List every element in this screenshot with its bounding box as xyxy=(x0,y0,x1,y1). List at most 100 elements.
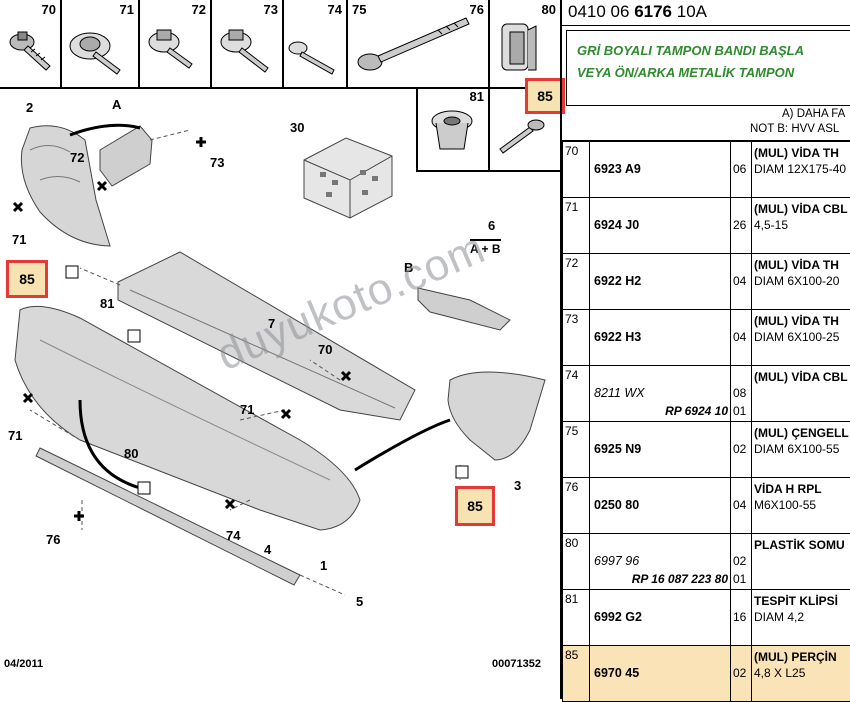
callout-80: 80 xyxy=(124,446,138,461)
description-detail: DIAM 12X175-40 xyxy=(754,162,846,176)
row-number-text: 75 xyxy=(565,424,578,438)
part-number-cell[interactable]: 6922 H2 xyxy=(590,254,731,310)
quantity: 08 xyxy=(733,386,746,400)
description-detail: 4,8 X L25 xyxy=(754,666,805,680)
callout-76: 76 xyxy=(46,532,60,547)
part-number-cell[interactable]: 0250 80 xyxy=(590,478,731,534)
part-number-cell[interactable]: 8211 WX RP 6924 10 xyxy=(590,366,731,422)
part-number[interactable]: 6970 45 xyxy=(594,666,639,680)
description-cell: (MUL) ÇENGELL DIAM 6X100-55 xyxy=(752,422,850,478)
description-detail: DIAM 6X100-55 xyxy=(754,442,839,456)
exploded-diagram-panel: 70 71 72 73 xyxy=(0,0,560,699)
green-note-line-1: GRİ BOYALI TAMPON BANDI BAŞLA xyxy=(577,43,804,58)
description-title: (MUL) VİDA TH xyxy=(754,258,839,272)
highlight-85-left[interactable]: 85 xyxy=(6,260,48,298)
green-note-box: GRİ BOYALI TAMPON BANDI BAŞLA VEYA ÖN/AR… xyxy=(566,30,850,106)
row-number-text: 76 xyxy=(565,480,578,494)
row-number: 71 xyxy=(563,198,590,254)
part-number[interactable]: 6924 J0 xyxy=(594,218,639,232)
part-number[interactable]: 6925 N9 xyxy=(594,442,641,456)
part-number[interactable]: 6922 H2 xyxy=(594,274,641,288)
diagram-doc-number: 00071352 xyxy=(492,658,541,670)
description-title: PLASTİK SOMU xyxy=(754,538,845,552)
part-number-cell[interactable]: 6924 J0 xyxy=(590,198,731,254)
callout-72: 72 xyxy=(70,150,84,165)
description-cell: (MUL) VİDA TH DIAM 12X175-40 xyxy=(752,142,850,198)
quantity-cell: 04 xyxy=(731,310,752,366)
part-number[interactable]: 6923 A9 xyxy=(594,162,641,176)
description-title: (MUL) VİDA CBL xyxy=(754,202,848,216)
part-number-replacement[interactable]: RP 16 087 223 80 xyxy=(632,572,728,586)
part-number-cell[interactable]: 6925 N9 xyxy=(590,422,731,478)
part-number[interactable]: 6997 96 xyxy=(594,554,639,568)
diagram-date: 04/2011 xyxy=(4,658,43,670)
callout-1: 1 xyxy=(320,558,327,573)
part-number-cell[interactable]: 6923 A9 xyxy=(590,142,731,198)
part-number-cell[interactable]: 6922 H3 xyxy=(590,310,731,366)
quantity: 26 xyxy=(733,218,746,232)
row-number: 70 xyxy=(563,142,590,198)
green-note-line-2: VEYA ÖN/ARKA METALİK TAMPON xyxy=(577,65,794,80)
quantity: 04 xyxy=(733,498,746,512)
description-detail: M6X100-55 xyxy=(754,498,816,512)
header-notes: GRİ BOYALI TAMPON BANDI BAŞLA VEYA ÖN/AR… xyxy=(562,25,850,141)
quantity-cell: 04 xyxy=(731,478,752,534)
description-cell: (MUL) PERÇİN 4,8 X L25 xyxy=(752,646,850,702)
part-number[interactable]: 6992 G2 xyxy=(594,610,642,624)
callout-74: 74 xyxy=(226,528,240,543)
callout-73: 73 xyxy=(210,155,224,170)
row-number-text: 85 xyxy=(565,648,578,662)
part-number-cell[interactable]: 6970 45 xyxy=(590,646,731,702)
quantity: 04 xyxy=(733,330,746,344)
row-number-text: 81 xyxy=(565,592,578,606)
quantity: 06 xyxy=(733,162,746,176)
description-detail: DIAM 4,2 xyxy=(754,610,804,624)
row-number-text: 80 xyxy=(565,536,578,550)
highlight-85-right[interactable]: 85 xyxy=(455,486,495,526)
description-title: (MUL) VİDA TH xyxy=(754,146,839,160)
quantity-cell: 16 xyxy=(731,590,752,646)
quantity-cell: 26 xyxy=(731,198,752,254)
description-cell: (MUL) VİDA CBL xyxy=(752,366,850,422)
description-title: (MUL) ÇENGELL xyxy=(754,426,849,440)
quantity: 02 xyxy=(733,554,746,568)
part-number-cell[interactable]: 6992 G2 xyxy=(590,590,731,646)
description-detail: DIAM 6X100-25 xyxy=(754,330,839,344)
part-number[interactable]: 6922 H3 xyxy=(594,330,641,344)
table-row[interactable]: 70 6923 A9 06 (MUL) VİDA TH DIAM 12X175-40 xyxy=(563,142,850,198)
reference-number: 0410 06 6176 10A xyxy=(568,2,707,22)
callout-81: 81 xyxy=(100,296,114,311)
description-title: (MUL) VİDA CBL xyxy=(754,370,848,384)
part-number-replacement[interactable]: RP 6924 10 xyxy=(665,404,728,418)
part-number-cell[interactable]: 6997 96 RP 16 087 223 80 xyxy=(590,534,731,590)
row-number: 75 xyxy=(563,422,590,478)
description-detail: DIAM 6X100-20 xyxy=(754,274,839,288)
description-cell: PLASTİK SOMU xyxy=(752,534,850,590)
note-a: A) DAHA FA xyxy=(782,108,845,120)
row-number: 76 xyxy=(563,478,590,534)
parts-list-panel: 0410 06 6176 10A GRİ BOYALI TAMPON BANDI… xyxy=(560,0,850,699)
quantity-cell: 04 xyxy=(731,254,752,310)
table-row[interactable]: 72 6922 H2 04(MUL) VİDA TH DIAM 6X100-20 xyxy=(563,254,850,310)
description-title: TESPİT KLİPSİ xyxy=(754,594,838,608)
row-number-text: 72 xyxy=(565,256,578,270)
table-row[interactable]: 85 6970 45 02(MUL) PERÇİN 4,8 X L25 xyxy=(563,646,850,702)
description-title: (MUL) PERÇİN xyxy=(754,650,837,664)
row-number: 72 xyxy=(563,254,590,310)
description-title: (MUL) VİDA TH xyxy=(754,314,839,328)
part-number[interactable]: 0250 80 xyxy=(594,498,639,512)
quantity-cell: 02 xyxy=(731,646,752,702)
quantity-cell: 06 xyxy=(731,142,752,198)
callout-6: 6 xyxy=(488,218,495,233)
part-number[interactable]: 8211 WX xyxy=(594,386,645,400)
